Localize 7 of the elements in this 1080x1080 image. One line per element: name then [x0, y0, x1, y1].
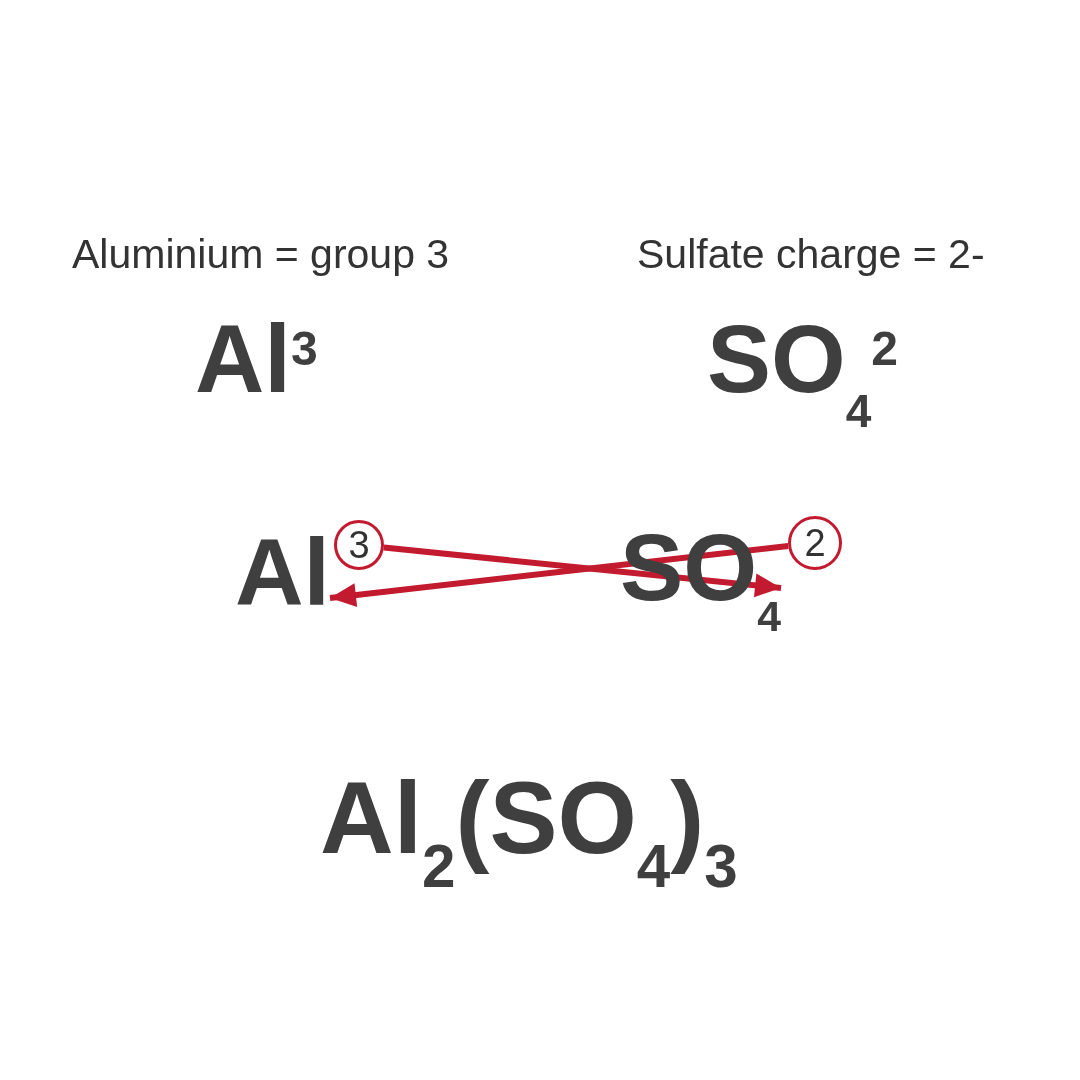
ion-symbol: Al	[235, 518, 330, 628]
ion-description: Aluminium = group 3	[72, 231, 450, 279]
ion-formula: Al$^{3}$	[195, 304, 318, 414]
ion-description: Sulfate charge = 2-	[637, 231, 985, 279]
circled-number: 2	[788, 516, 842, 570]
compound-formula: Al$_{2}$(SO$_{4}$)$_{3}$	[320, 760, 738, 901]
circled-number: 3	[334, 520, 384, 570]
